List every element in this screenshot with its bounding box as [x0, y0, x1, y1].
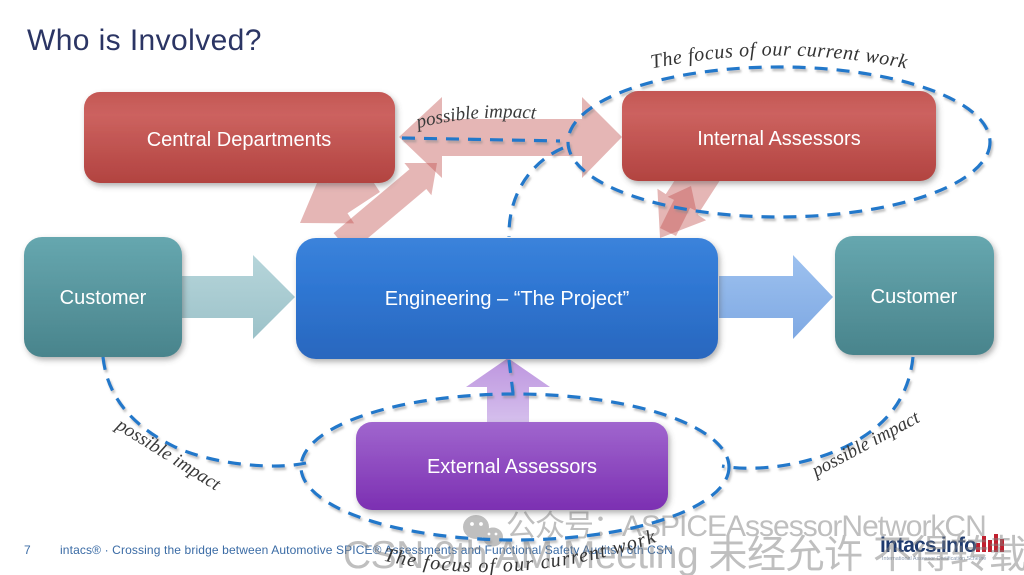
svg-text:possible impact: possible impact [807, 407, 924, 483]
svg-text:Customer: Customer [871, 286, 958, 308]
svg-text:possible impact: possible impact [111, 413, 225, 495]
svg-text:Internal Assessors: Internal Assessors [697, 128, 860, 150]
svg-text:CSN 9th AM Meeting 未经允许 不得转载: CSN 9th AM Meeting 未经允许 不得转载 [343, 534, 1024, 575]
svg-text:International Assessor Certifi: International Assessor Certification Sch… [882, 556, 986, 562]
svg-text:Who is Involved?: Who is Involved? [27, 24, 262, 57]
svg-text:公众号：ASPICEAssessorNetworkCN: 公众号：ASPICEAssessorNetworkCN [506, 510, 986, 543]
svg-text:Central Departments: Central Departments [147, 129, 332, 151]
svg-text:intacs® · Crossing the bridge: intacs® · Crossing the bridge between Au… [60, 543, 673, 557]
svg-text:Customer: Customer [60, 287, 147, 309]
svg-text:External Assessors: External Assessors [427, 456, 597, 478]
svg-text:intacs.info: intacs.info [880, 534, 976, 557]
svg-text:Engineering – “The Project”: Engineering – “The Project” [385, 288, 630, 310]
svg-text:7: 7 [24, 543, 31, 557]
